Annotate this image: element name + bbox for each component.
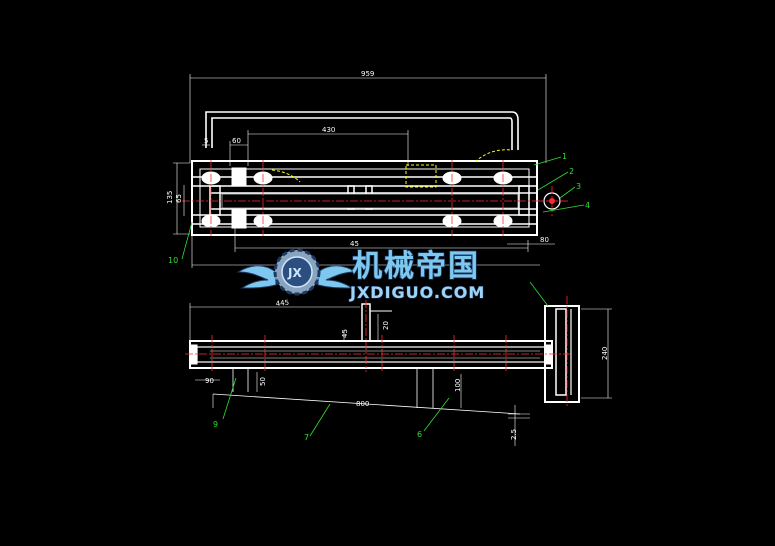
dim-80: 80 (540, 236, 549, 244)
watermark-logo-text: JX (287, 266, 302, 280)
callout-9: 9 (213, 420, 218, 429)
watermark-cn: 机械帝国 (352, 249, 480, 284)
rollers-bottom (201, 214, 513, 228)
callout-labels: 1 2 3 4 10 9 7 6 (168, 152, 590, 442)
dim-overall-width: 959 (361, 70, 374, 78)
side-plate-inner (555, 308, 567, 396)
watermark-wing-right (317, 265, 358, 289)
front-dimension-lines (189, 303, 612, 446)
handle-outline (205, 111, 519, 150)
end-cap-right (544, 344, 553, 365)
front-view (185, 281, 612, 446)
hidden-arc-2 (271, 169, 301, 183)
watermark-en: JXDIGUO.COM (349, 283, 485, 302)
callout-4: 4 (585, 201, 590, 210)
slot-block-1 (231, 167, 247, 187)
base-taper-line (212, 393, 521, 415)
callout-1: 1 (562, 152, 567, 161)
dim-240: 240 (601, 347, 609, 360)
callout-3: 3 (576, 182, 581, 191)
frame-outer (191, 160, 538, 236)
right-post (518, 185, 530, 216)
slot-block-2 (231, 209, 247, 229)
top-view (173, 74, 585, 268)
top-leaders (181, 156, 585, 260)
dimension-labels: 959 430 60 5 135 65 45 80 445 20 45 240 … (166, 70, 609, 440)
dim-45: 45 (350, 240, 359, 248)
hidden-arc-1 (474, 149, 513, 163)
watermark-gear-core (281, 256, 313, 288)
top-dimension-lines (173, 74, 555, 268)
left-post (209, 185, 221, 216)
dim-45-front: 45 (341, 329, 349, 338)
dim-65: 65 (175, 194, 183, 203)
top-centerlines (182, 160, 568, 236)
dim-445: 445 (275, 299, 289, 308)
watermark-wing-left (236, 265, 277, 289)
callout-10: 10 (168, 256, 178, 265)
dim-430: 430 (322, 126, 335, 134)
front-centerlines (185, 296, 570, 408)
dim-5: 5 (204, 137, 208, 145)
dim-2-5: 2.5 (510, 429, 518, 440)
dim-50: 50 (259, 377, 267, 386)
hidden-block (405, 164, 437, 188)
dim-800: 800 (356, 400, 369, 408)
dim-135: 135 (166, 191, 174, 204)
end-cap-left (189, 344, 198, 365)
callout-7: 7 (304, 433, 309, 442)
dim-60: 60 (232, 137, 241, 145)
callout-2: 2 (569, 167, 574, 176)
dim-90: 90 (205, 377, 214, 385)
callout-6: 6 (417, 430, 422, 439)
watermark: JX 机械帝国 JXDIGUO.COM (236, 248, 485, 303)
dim-20: 20 (382, 321, 390, 330)
dim-100: 100 (454, 379, 462, 392)
front-leaders (222, 281, 549, 437)
